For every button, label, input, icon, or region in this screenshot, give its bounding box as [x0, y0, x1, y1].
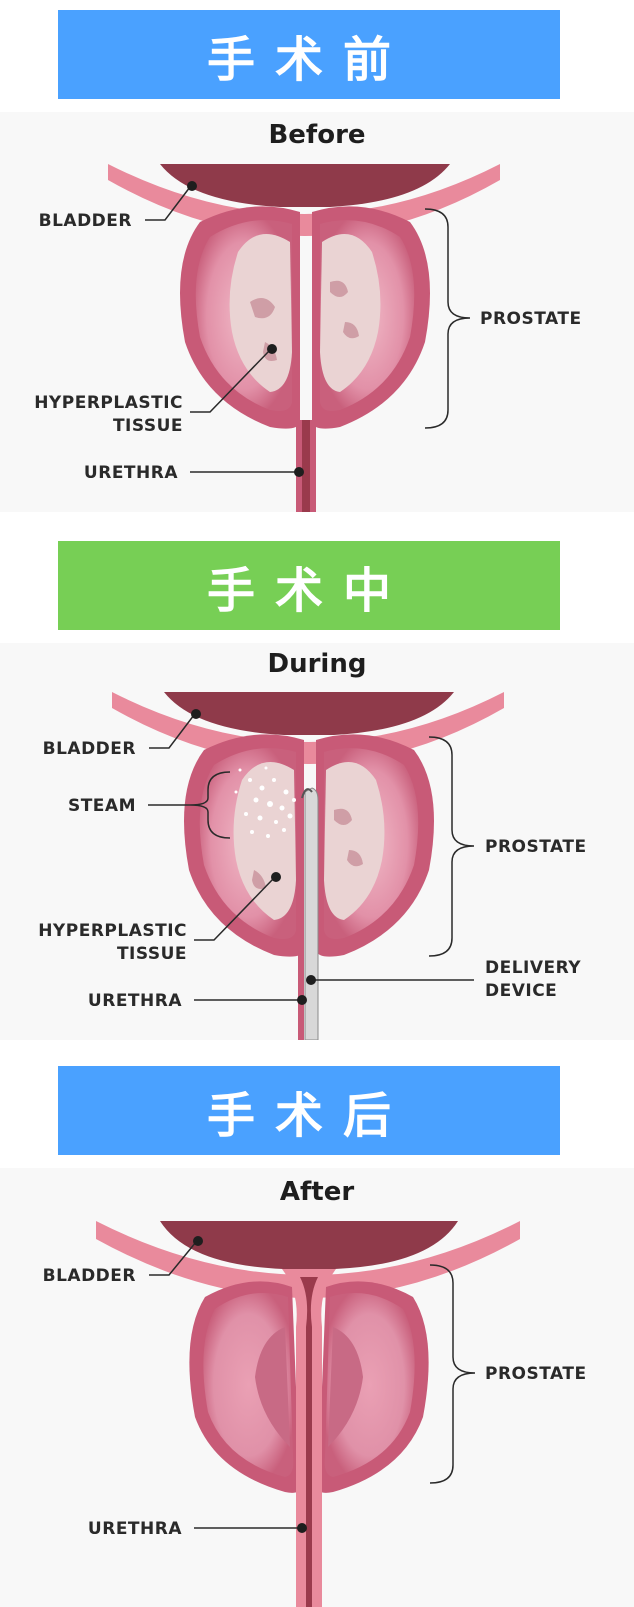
diagram-before: BLADDER PROSTATE HYPERPLASTIC TISSUE URE… — [34, 164, 582, 512]
label-prostate: PROSTATE — [485, 837, 587, 857]
label-urethra: URETHRA — [84, 463, 178, 483]
label-hyperplastic-2: TISSUE — [113, 416, 183, 436]
label-urethra: URETHRA — [88, 991, 182, 1011]
prostate-bracket — [428, 736, 475, 957]
title-before: Before — [268, 120, 366, 150]
bladder-wall — [96, 1221, 520, 1298]
bladder-cavity — [164, 692, 454, 735]
label-hyperplastic-2: TISSUE — [117, 944, 187, 964]
label-hyperplastic-1: HYPERPLASTIC — [34, 393, 183, 413]
banner-before: 手术前 — [58, 10, 560, 99]
label-prostate: PROSTATE — [480, 309, 582, 329]
title-after: After — [279, 1177, 355, 1207]
urethra — [298, 948, 304, 1040]
label-urethra: URETHRA — [88, 1519, 182, 1539]
label-hyperplastic-1: HYPERPLASTIC — [38, 921, 187, 941]
bladder-cavity — [160, 164, 450, 207]
prostate-bracket — [424, 208, 471, 429]
title-during: During — [267, 649, 367, 679]
steam-dots — [234, 766, 296, 838]
hyperplastic-left — [233, 762, 296, 920]
label-delivery-2: DEVICE — [485, 981, 557, 1001]
bladder-wall — [112, 692, 504, 764]
label-bladder: BLADDER — [43, 1266, 136, 1286]
label-delivery-1: DELIVERY — [485, 958, 581, 978]
delivery-device — [304, 787, 319, 1040]
label-steam: STEAM — [68, 796, 136, 816]
banner-during: 手术中 — [58, 541, 560, 630]
bladder-wall — [108, 164, 500, 236]
bladder-cavity — [160, 1221, 458, 1269]
prostate-bracket — [429, 1264, 476, 1484]
hyperplastic-right — [324, 762, 385, 920]
label-prostate: PROSTATE — [485, 1364, 587, 1384]
hyperplastic-right — [320, 234, 381, 392]
label-bladder: BLADDER — [39, 211, 132, 231]
diagram-during: BLADDER STEAM PROSTATE HYPERPLASTIC TISS… — [38, 692, 587, 1040]
label-bladder: BLADDER — [43, 739, 136, 759]
diagram-after: BLADDER PROSTATE URETHRA — [43, 1221, 587, 1607]
banner-after: 手术后 — [58, 1066, 560, 1155]
